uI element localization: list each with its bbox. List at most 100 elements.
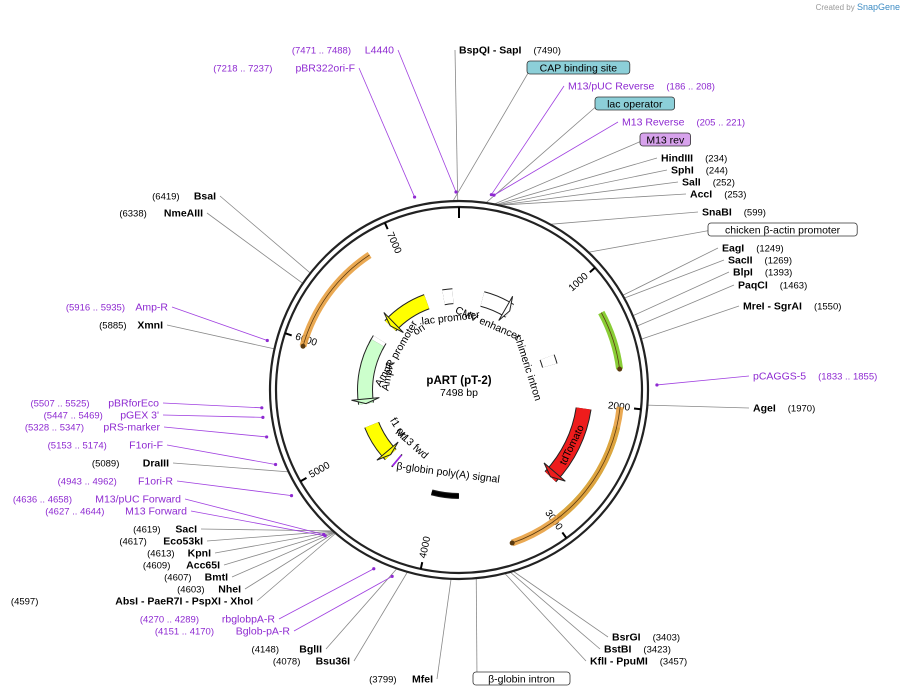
leader-line — [162, 402, 262, 409]
enzyme-name: PaqCI — [738, 280, 768, 292]
site-position: (1550) — [814, 302, 841, 313]
site-position: (7218 .. 7237) — [213, 64, 272, 75]
site-position: (234) — [705, 154, 727, 165]
site-position: (205 .. 221) — [696, 118, 745, 129]
primer-label: pCAGGS-5(1833 .. 1855) — [753, 371, 877, 383]
enzyme-label: DraIII — [143, 458, 169, 470]
site-f1ori-r: F1ori-R(4943 .. 4962) — [58, 476, 294, 498]
primer-mark — [265, 435, 269, 439]
site-bglii: BglII (4148) — [252, 644, 323, 656]
site-position: (4603) — [177, 585, 204, 596]
leader-line — [498, 193, 687, 206]
enzyme-name: SnaBI — [702, 207, 732, 219]
primer-mark — [492, 193, 496, 197]
primer-label: pGEX 3' — [120, 410, 159, 422]
enzyme-name: BsrGI — [612, 632, 641, 644]
primer-label: pBRforEco — [108, 398, 159, 410]
site-labels: BspQI - SapI(7490)L4440(7471 .. 7488)pBR… — [11, 45, 877, 686]
enzyme-name: SalI — [682, 177, 701, 189]
site-m13-reverse: M13 Reverse(205 .. 221) — [492, 117, 745, 197]
scale-tick — [419, 561, 424, 570]
primer-label: Amp-R — [135, 302, 168, 314]
site-acci: AccI(253) — [690, 189, 746, 201]
enzyme-name: BstBI — [604, 644, 632, 656]
feature-box — [639, 132, 691, 147]
orange-arc-2-core — [302, 254, 370, 347]
feature-arrowhead — [543, 462, 566, 482]
snapgene-logo: SnapGene — [856, 2, 900, 12]
site-position: (1463) — [780, 281, 807, 292]
feature-box — [526, 60, 631, 75]
enzyme-name: DraIII — [143, 458, 169, 470]
feature-arrowhead — [376, 441, 399, 461]
leader-line — [636, 284, 735, 327]
site-mrei: MreI - SgrAI(1550) — [743, 301, 841, 313]
site-position: (4148) — [252, 645, 279, 656]
leader-line — [358, 67, 415, 198]
enzyme-label: PaqCI (1463) — [738, 280, 807, 292]
enzyme-label: KflI - PpuMI(3457) — [590, 656, 687, 668]
feature-box-label: chicken β-actin promoter — [725, 225, 841, 237]
green-arc-1-head — [617, 366, 623, 372]
leader-line — [549, 211, 699, 225]
backbone-outer-strand — [268, 199, 650, 581]
primer-mark — [289, 494, 294, 498]
plasmid-length: 7498 bp — [440, 387, 478, 399]
site-m13-forward: M13 Forward(4627 .. 4644) — [45, 506, 327, 538]
site-sali: SalI(252) — [682, 177, 735, 189]
site-pbr322ori-f: pBR322ori-F(7218 .. 7237) — [213, 63, 417, 199]
primer-mark — [489, 193, 493, 197]
leader-line — [325, 568, 398, 650]
enzyme-name: KpnI — [188, 548, 211, 560]
enzyme-label: BmtI — [205, 572, 228, 584]
enzyme-label: EagI(1249) — [722, 243, 784, 255]
leader-line — [588, 229, 713, 253]
site-position: (253) — [724, 190, 746, 201]
enzyme-name: MfeI — [412, 674, 433, 686]
scale-tick — [284, 332, 292, 337]
enzyme-name: Eco53kI — [163, 536, 203, 548]
scale-tick-label: 4000 — [418, 535, 433, 559]
primer-mark — [412, 195, 417, 199]
site-position: (4270 .. 4289) — [140, 615, 199, 626]
primer-name: M13/pUC Forward — [95, 494, 181, 506]
site-position: (244) — [706, 166, 728, 177]
leader-line — [219, 195, 311, 274]
leader-line — [278, 568, 374, 620]
site-kfli: KflI - PpuMI(3457) — [590, 656, 687, 668]
site-cap-binding-site: CAP binding site — [526, 60, 631, 75]
primer-label: M13/pUC Reverse(186 .. 208) — [568, 81, 715, 93]
leader-line — [166, 324, 275, 350]
leader-line — [493, 121, 619, 196]
site-spei: BspQI - SapI(7490) — [459, 45, 561, 57]
feature-label: β-globin poly(A) signal — [396, 460, 501, 485]
plasmid-name: pART (pT-2) — [426, 375, 491, 387]
site-position: (5507 .. 5525) — [30, 399, 89, 410]
site-hindiii: HindIII(234) — [661, 153, 727, 165]
site-prs-marker: pRS-marker(5328 .. 5347) — [25, 422, 269, 439]
enzyme-label: BstBI(3423) — [604, 644, 671, 656]
feature-arrowhead — [498, 296, 514, 321]
green-arc-1-core — [600, 312, 620, 370]
site-mfei: MfeI(3799) — [369, 674, 433, 686]
enzyme-label: BglII — [299, 644, 322, 656]
leader-line — [171, 306, 268, 341]
site-l4440: L4440(7471 .. 7488) — [292, 45, 458, 194]
enzyme-label: XmnI — [137, 320, 163, 332]
scale-tick-label: 1000 — [567, 271, 591, 294]
enzyme-label: AgeI(1970) — [753, 403, 815, 415]
site-position: (1393) — [765, 268, 792, 279]
enzyme-label: SnaBI(599) — [702, 207, 766, 219]
enzyme-label: NmeAIII — [164, 208, 203, 220]
primer-mark — [260, 406, 264, 410]
leader-line — [293, 576, 393, 632]
leader-line — [397, 49, 457, 193]
site-amp-r: Amp-R(5916 .. 5935) — [66, 302, 269, 343]
site-position: (5153 .. 5174) — [48, 441, 107, 452]
primer-label: Bglob-pA-R — [236, 626, 291, 638]
site-pcaggs-5: pCAGGS-5(1833 .. 1855) — [655, 371, 877, 387]
site-agei: AgeI(1970) — [753, 403, 815, 415]
site-position: (6419) — [152, 192, 179, 203]
